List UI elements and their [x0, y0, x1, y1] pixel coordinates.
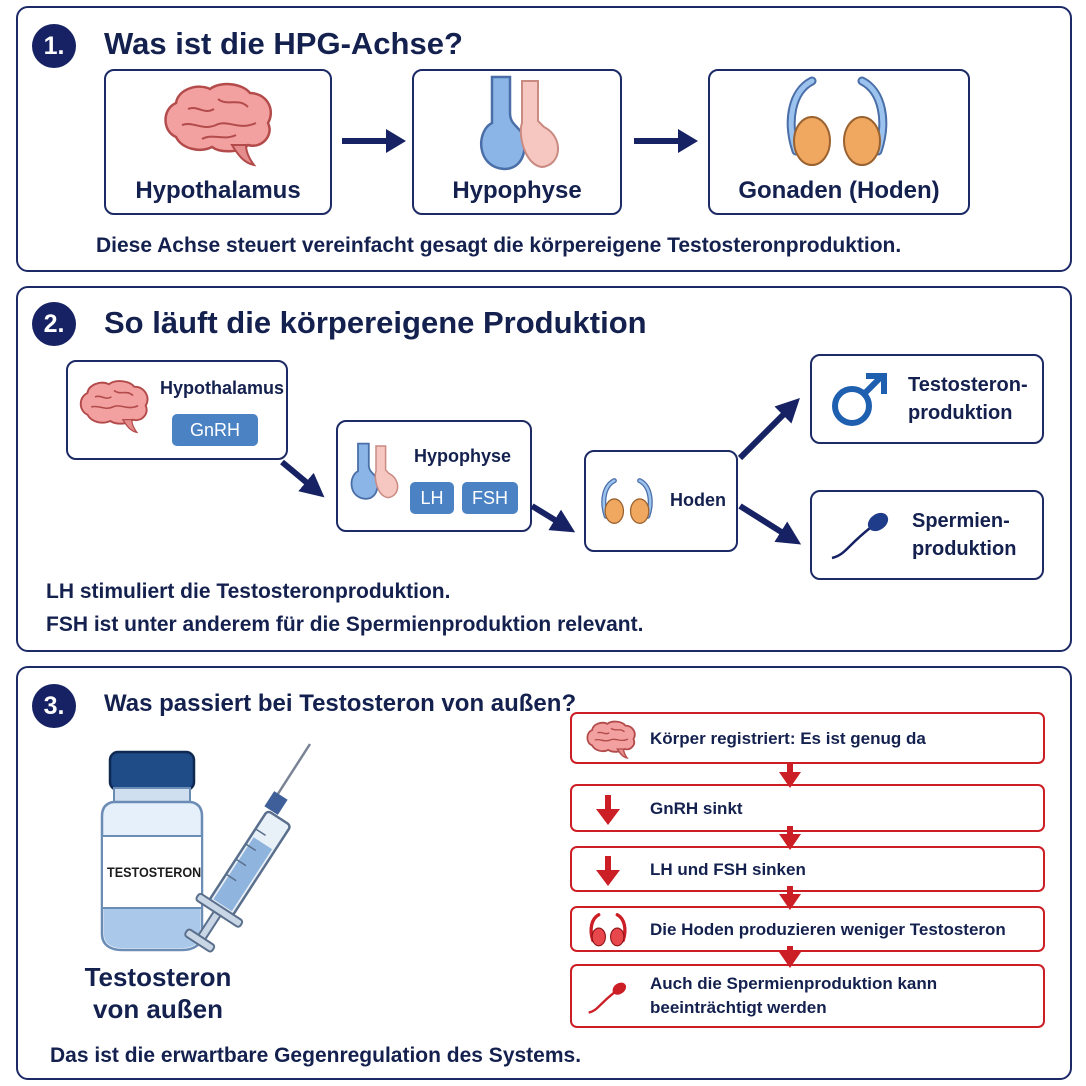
flow-hypothalamus-label: Hypothalamus	[160, 378, 285, 398]
section-1-caption: Diese Achse steuert vereinfacht gesagt d…	[96, 234, 902, 257]
vial-label: TESTOSTERON	[107, 864, 202, 880]
pituitary-icon	[479, 75, 559, 171]
chain-step-1-text: Körper registriert: Es ist genug da	[650, 729, 926, 748]
output-spermien: Spermien- produktion	[810, 490, 1044, 580]
brain-icon	[164, 82, 273, 167]
section-2-panel	[16, 286, 1072, 652]
step-hypothalamus: Hypothalamus	[104, 69, 332, 215]
lh-chip: LH	[410, 482, 454, 514]
arrow-1	[342, 129, 406, 153]
section-3-footer: Das ist die erwartbare Gegenregulation d…	[50, 1044, 582, 1067]
male-symbol-icon	[832, 373, 887, 426]
chain-step-2-text: GnRH sinkt	[650, 799, 743, 818]
fsh-chip: FSH	[462, 482, 518, 514]
chain-step-2: GnRH sinkt	[570, 784, 1045, 832]
step-hypophyse-label: Hypophyse	[452, 177, 582, 204]
output-spermien-line2: produktion	[912, 538, 1017, 560]
section-3-number: 3.	[32, 684, 76, 728]
arrow-2	[634, 129, 698, 153]
step-hypothalamus-label: Hypothalamus	[135, 177, 301, 204]
section-3-title: Was passiert bei Testosteron von außen?	[104, 690, 577, 717]
chain-step-4-text: Die Hoden produzieren weniger Testostero…	[650, 920, 1006, 939]
chain-step-5-text: Auch die Spermienproduktion kann beeintr…	[650, 974, 938, 1017]
pituitary-icon	[350, 442, 399, 500]
testes-icon	[601, 478, 653, 524]
section-2-number: 2.	[32, 302, 76, 346]
chain-step-1: Körper registriert: Es ist genug da	[570, 712, 1045, 764]
testosterone-vial-syringe-illustration	[100, 743, 312, 953]
sperm-icon	[588, 982, 627, 1014]
output-testosteron-line1: Testosteron-	[908, 374, 1028, 396]
image-caption-line-1: Testosteron	[84, 962, 232, 992]
testes-icon	[589, 913, 627, 947]
down-arrow-icon	[596, 795, 620, 825]
testes-icon	[786, 76, 888, 166]
chain-step-4: Die Hoden produzieren weniger Testostero…	[570, 906, 1045, 952]
section-2-note-1: LH stimuliert die Testosteronproduktion.	[46, 580, 451, 603]
section-1-number: 1.	[32, 24, 76, 68]
chain-step-3-text: LH und FSH sinken	[650, 860, 806, 879]
chain-step-5: Auch die Spermienproduktion kann beeintr…	[570, 964, 1045, 1028]
gnrh-chip: GnRH	[172, 414, 258, 446]
flow-hypophyse: Hypophyse LH FSH	[336, 420, 532, 532]
brain-icon	[586, 720, 636, 760]
step-hypophyse: Hypophyse	[412, 69, 622, 215]
flow-hypothalamus: Hypothalamus GnRH	[66, 360, 288, 460]
image-caption-line-2: von außen	[92, 994, 223, 1024]
output-spermien-line1: Spermien-	[912, 510, 1010, 532]
step-gonaden-label: Gonaden (Hoden)	[738, 177, 940, 204]
section-2-note-2: FSH ist unter anderem für die Spermienpr…	[46, 613, 644, 636]
flow-hypophyse-label: Hypophyse	[414, 446, 512, 466]
output-testosteron-line2: produktion	[908, 402, 1013, 424]
flow-hoden-label: Hoden	[670, 490, 726, 510]
output-testosteron: Testosteron- produktion	[810, 354, 1044, 444]
step-gonaden: Gonaden (Hoden)	[708, 69, 970, 215]
section-2-title: So läuft die körpereigene Produktion	[104, 305, 647, 340]
section-1-title: Was ist die HPG-Achse?	[104, 26, 463, 61]
chain-step-3: LH und FSH sinken	[570, 846, 1045, 892]
down-arrow-icon	[596, 856, 620, 886]
sperm-icon	[831, 512, 889, 560]
flow-hoden: Hoden	[584, 450, 738, 552]
brain-icon	[79, 380, 149, 434]
